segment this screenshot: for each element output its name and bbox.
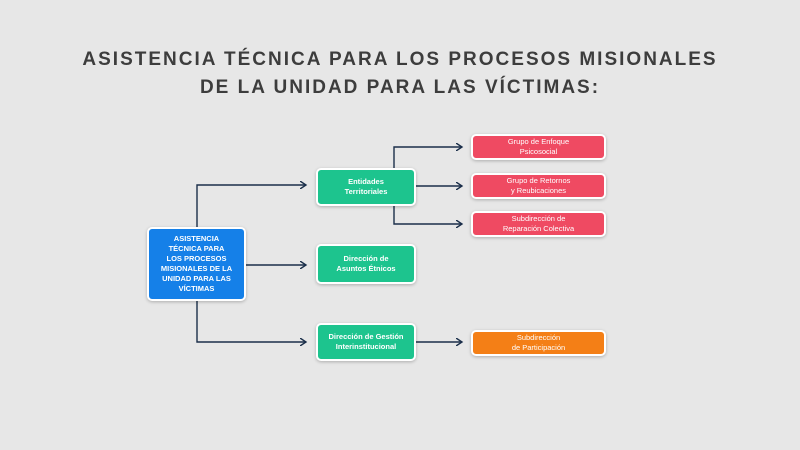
- diagram-title: ASISTENCIA TÉCNICA PARA LOS PROCESOS MIS…: [0, 46, 800, 102]
- root-node-line: TÉCNICA PARA: [168, 244, 225, 253]
- connector-entidades-psicosocial: [393, 147, 462, 168]
- node-label-line: Grupo de Retornos: [506, 176, 571, 185]
- connector-entidades-reparacion: [393, 206, 462, 224]
- title-line-1: ASISTENCIA TÉCNICA PARA LOS PROCESOS MIS…: [82, 49, 718, 70]
- node-label-line: Dirección de Gestión: [328, 332, 404, 341]
- node-participacion: Subdirección de Participación: [471, 330, 606, 356]
- node-label-line: Psicosocial: [519, 147, 558, 156]
- node-label-line: Entidades: [348, 177, 384, 186]
- node-label-line: Grupo de Enfoque: [507, 137, 570, 146]
- node-label-line: Reparación Colectiva: [502, 224, 575, 233]
- node-label-line: Subdirección de: [511, 214, 566, 223]
- title-line-2: DE LA UNIDAD PARA LAS VÍCTIMAS:: [199, 77, 601, 98]
- root-node-line: UNIDAD PARA LAS: [162, 274, 231, 283]
- node-label-line: Dirección de: [343, 254, 389, 263]
- node-asuntos-etnicos: Dirección de Asuntos Étnicos: [316, 244, 416, 284]
- root-node-line: LOS PROCESOS: [166, 254, 227, 263]
- connector-root-gestion: [196, 301, 306, 342]
- node-label-line: Interinstitucional: [335, 342, 397, 351]
- node-retornos-reubicaciones: Grupo de Retornos y Reubicaciones: [471, 173, 606, 199]
- node-gestion-interinstitucional: Dirección de Gestión Interinstitucional: [316, 323, 416, 361]
- connector-root-entidades: [196, 185, 306, 227]
- root-node: ASISTENCIA TÉCNICA PARA LOS PROCESOS MIS…: [147, 227, 246, 301]
- node-enfoque-psicosocial: Grupo de Enfoque Psicosocial: [471, 134, 606, 160]
- node-label-line: de Participación: [511, 343, 566, 352]
- root-node-line: VÍCTIMAS: [178, 284, 215, 293]
- root-node-line: MISIONALES DE LA: [160, 264, 233, 273]
- root-node-line: ASISTENCIA: [173, 234, 220, 243]
- node-label-line: Asuntos Étnicos: [336, 264, 396, 273]
- node-reparacion-colectiva: Subdirección de Reparación Colectiva: [471, 211, 606, 237]
- node-label-line: y Reubicaciones: [510, 186, 566, 195]
- node-entidades-territoriales: Entidades Territoriales: [316, 168, 416, 206]
- node-label-line: Subdirección: [516, 333, 561, 342]
- node-label-line: Territoriales: [344, 187, 388, 196]
